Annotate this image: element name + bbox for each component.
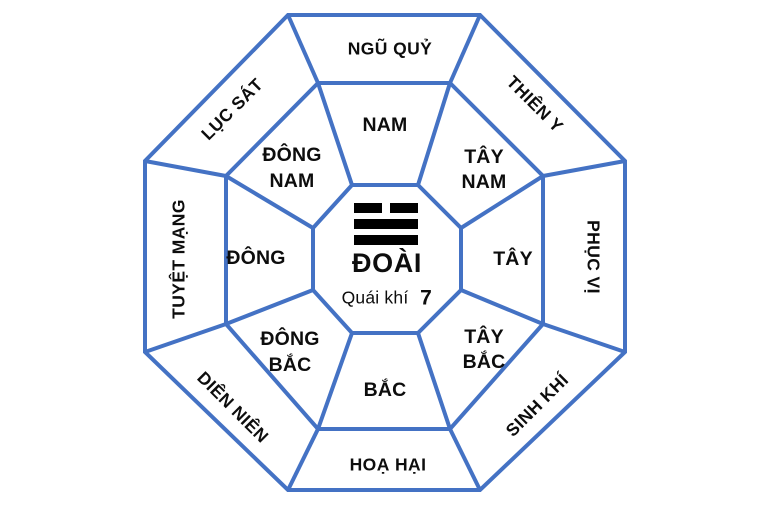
outer-spoke-w-nw xyxy=(144,159,227,178)
mid-spoke-se xyxy=(416,332,452,430)
outer-ring-spokes xyxy=(144,14,626,491)
center-trigram-name: ĐOÀI xyxy=(352,247,422,278)
mid-label-dong-nam-line2: NAM xyxy=(269,170,314,192)
outer-spoke-e-se xyxy=(542,322,626,354)
mid-spoke-ws xyxy=(225,288,314,326)
center-quai-khi: Quái khí 7 xyxy=(342,287,432,310)
mid-spoke-ne xyxy=(416,82,452,186)
outer-spoke-e-ne xyxy=(542,159,626,178)
quai-khi-value: 7 xyxy=(420,287,432,310)
outer-label-hoa-hai: HOẠ HẠI xyxy=(350,455,427,475)
outer-label-thien-y: THIÊN Y xyxy=(503,71,568,136)
outer-label-ngu-quy: NGŨ QUỶ xyxy=(348,38,432,59)
mid-label-tay: TÂY xyxy=(493,246,533,270)
mid-spoke-es xyxy=(460,288,544,326)
mid-label-tay-bac-line1: TÂY xyxy=(464,324,504,348)
mid-label-bac: BẮC xyxy=(364,377,407,401)
quai-khi-label: Quái khí xyxy=(342,288,409,308)
outer-spoke-s-se xyxy=(448,428,482,491)
mid-label-tay-bac-line2: BẮC xyxy=(463,349,506,373)
mid-spoke-wn xyxy=(224,174,315,230)
trigram-line-1-broken-right xyxy=(390,203,418,213)
mid-label-tay-nam-line1: TÂY xyxy=(464,144,504,168)
mid-spoke-en xyxy=(459,174,545,230)
trigram-line-2-solid xyxy=(354,219,418,229)
outer-spoke-w-sw xyxy=(144,322,227,354)
mid-label-tay-nam-line2: NAM xyxy=(461,171,506,193)
mid-label-nam: NAM xyxy=(362,114,407,136)
mid-label-dong: ĐÔNG xyxy=(226,245,285,269)
trigram-symbol-doai xyxy=(354,203,418,245)
outer-label-phuc-vi: PHỤC VỊ xyxy=(583,220,603,294)
outer-label-luc-sat: LỤC SÁT xyxy=(196,73,266,143)
middle-ring-spokes xyxy=(224,82,545,430)
outer-spoke-s-sw xyxy=(286,428,320,491)
mid-spoke-nw xyxy=(316,82,354,186)
mid-label-dong-nam-line1: ĐÔNG xyxy=(262,142,321,166)
outer-label-tuyet-mang: TUYỆT MẠNG xyxy=(168,199,189,319)
mid-spoke-sw xyxy=(316,332,354,430)
trigram-line-3-solid xyxy=(354,235,418,245)
outer-label-sinh-khi: SINH KHÍ xyxy=(501,368,573,440)
mid-label-dong-bac-line2: BẮC xyxy=(269,352,312,376)
outer-spoke-n-ne xyxy=(448,14,482,84)
outer-spoke-n-nw xyxy=(286,14,320,84)
middle-ring-labels: NAM TÂY NAM TÂY TÂY BẮC BẮC ĐÔNG BẮC ĐÔN… xyxy=(226,114,532,401)
trigram-line-1-broken-left xyxy=(354,203,382,213)
mid-label-dong-bac-line1: ĐÔNG xyxy=(260,326,319,350)
